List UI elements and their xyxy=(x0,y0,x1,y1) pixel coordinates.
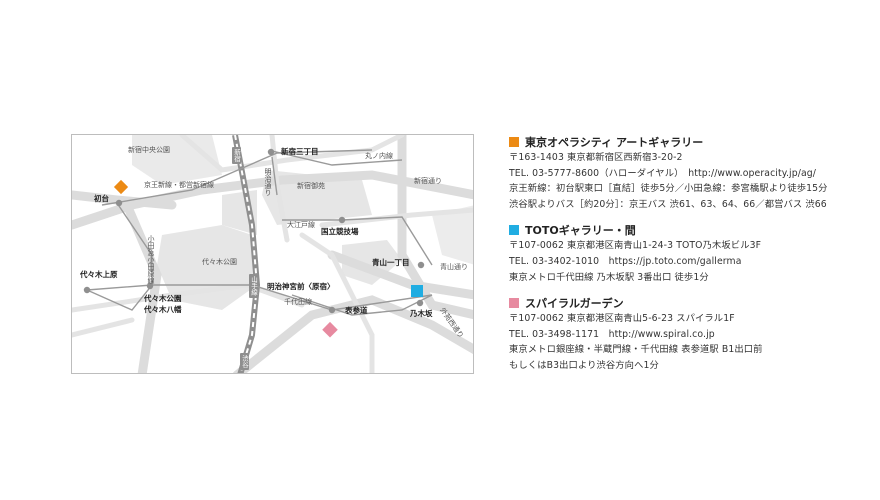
venue-spiral-address: 〒107-0062 東京都港区南青山5-6-23 スパイラル1F xyxy=(509,313,735,325)
station-shinjuku-sanchome: 新宿三丁目 xyxy=(281,147,319,156)
station-meiji-jingumae: 明治神宮前〈原宿〉 xyxy=(267,282,335,291)
shield-shibuya: 渋谷 xyxy=(240,353,249,370)
venue-info: 東京オペラシティ アートギャラリー 〒163-1403 東京都新宿区西新宿3-2… xyxy=(509,134,869,384)
venue-opera-address: 〒163-1403 東京都新宿区西新宿3-20-2 xyxy=(509,152,683,163)
venue-toto-title-row: TOTOギャラリー・間 xyxy=(509,222,869,238)
venue-opera-title-row: 東京オペラシティ アートギャラリー xyxy=(509,134,869,150)
venue-spiral-access: 東京メトロ銀座線・半蔵門線・千代田線 表参道駅 B1出口前 xyxy=(509,344,763,356)
venue-opera: 東京オペラシティ アートギャラリー 〒163-1403 東京都新宿区西新宿3-2… xyxy=(509,134,869,212)
label-chiyoda-line: 千代田線 xyxy=(284,298,312,306)
venue-toto-address: 〒107-0062 東京都港区南青山1-24-3 TOTO乃木坂ビル3F xyxy=(509,240,762,252)
venue-spiral: スパイラルガーデン 〒107-0062 東京都港区南青山5-6-23 スパイラル… xyxy=(509,295,869,373)
label-yoyogi-koen-park: 代々木公園 xyxy=(202,258,237,266)
station-aoyama-itchome: 青山一丁目 xyxy=(372,258,410,267)
venue-spiral-title-row: スパイラルガーデン xyxy=(509,295,869,311)
venue-toto-access: 東京メトロ千代田線 乃木坂駅 3番出口 徒歩1分 xyxy=(509,271,709,283)
station-yoyogi-koen: 代々木公園 xyxy=(144,294,182,303)
pink-square-icon xyxy=(509,298,519,309)
label-aoyama-dori: 青山通り xyxy=(440,263,468,271)
venue-toto-tel: TEL. 03-3402-1010 https://jp.toto.com/ga… xyxy=(509,255,742,267)
shield-shinjuku: 新宿 xyxy=(232,147,241,164)
station-yoyogi-uehara: 代々木上原 xyxy=(80,270,118,279)
marker-spiral xyxy=(322,321,338,338)
label-meiji-dori: 明治通り xyxy=(264,168,272,196)
label-shinjuku-chuo-koen: 新宿中央公園 xyxy=(128,146,170,154)
station-yoyogi-hachiman: 代々木八幡 xyxy=(144,305,182,314)
label-odakyu-line: 小田急小田原線 xyxy=(147,235,155,284)
venue-spiral-access-alt: もしくはB3出口より渋谷方向へ1分 xyxy=(509,359,659,371)
venue-spiral-title: スパイラルガーデン xyxy=(525,297,624,311)
marker-toto xyxy=(411,285,423,297)
label-marunouchi-line: 丸ノ内線 xyxy=(365,152,393,160)
park-aoyama xyxy=(342,240,402,285)
venue-toto-title: TOTOギャラリー・間 xyxy=(525,224,636,238)
map-drawing xyxy=(72,135,473,373)
park-east xyxy=(432,205,473,265)
station-nogizaka: 乃木坂 xyxy=(410,309,433,318)
venue-opera-title: 東京オペラシティ アートギャラリー xyxy=(525,136,704,149)
station-hatsudai: 初台 xyxy=(94,194,109,203)
venue-spiral-tel: TEL. 03-3498-1171 http://www.spiral.co.j… xyxy=(509,328,715,340)
station-kokuritsu: 国立競技場 xyxy=(321,227,359,236)
label-oedo-line: 大江戸線 xyxy=(287,221,315,229)
marker-opera xyxy=(113,179,129,195)
label-shinjuku-dori: 新宿通り xyxy=(414,177,442,185)
venue-toto: TOTOギャラリー・間 〒107-0062 東京都港区南青山1-24-3 TOT… xyxy=(509,222,869,285)
venue-opera-access-train: 京王新線：初台駅東口［直結］徒歩5分／小田急線：参宮橋駅より徒歩15分 xyxy=(509,183,828,195)
label-keio-line: 京王新線・都営新宿線 xyxy=(144,181,214,189)
shield-yamanote: 山手線 xyxy=(249,274,258,298)
venue-opera-tel: TEL. 03-5777-8600（ハローダイヤル） http://www.op… xyxy=(509,167,816,179)
label-shinjuku-gyoen: 新宿御苑 xyxy=(297,182,325,190)
blue-square-icon xyxy=(509,225,519,236)
orange-square-icon xyxy=(509,137,519,147)
station-omotesando: 表参道 xyxy=(345,306,368,315)
minor-roads xyxy=(72,135,473,373)
venue-opera-access-bus: 渋谷駅よりバス［約20分］：京王バス 渋61、63、64、66／都営バス 渋66 xyxy=(509,198,827,210)
access-map: 新宿中央公園 京王新線・都営新宿線 初台 新宿三丁目 丸ノ内線 新宿通り 新宿御… xyxy=(71,134,474,374)
